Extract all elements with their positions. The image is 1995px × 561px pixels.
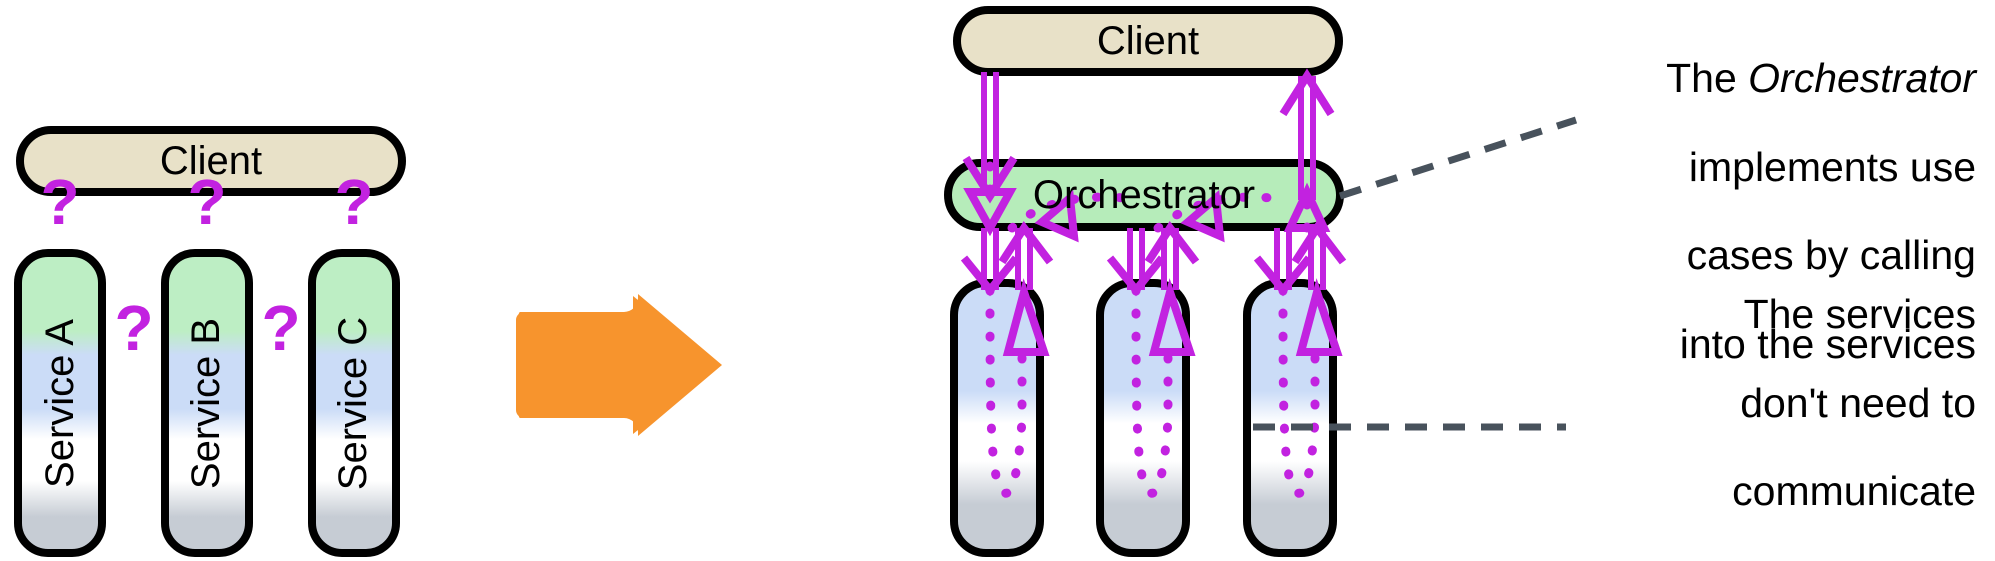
- annotation-orchestrator-line1-pre: The: [1666, 55, 1749, 102]
- annotation-orchestrator-emphasis: Orchestrator: [1748, 55, 1976, 102]
- left-service-c-box: [308, 249, 400, 557]
- annotation-services-line3: communicate: [1732, 468, 1976, 515]
- annotation-services-line4: directly: [1846, 557, 1976, 561]
- annotation-orchestrator-line3: cases by calling: [1686, 232, 1976, 279]
- annotation-services-line2: don't need to: [1740, 379, 1976, 426]
- service-return-arrowheads: [1002, 278, 1343, 356]
- left-service-a-box: [14, 249, 106, 557]
- annotation-services: The services don't need to communicate d…: [1576, 248, 1976, 561]
- annotation-orchestrator: The Orchestrator implements use cases by…: [1576, 12, 1976, 366]
- right-client-box: [953, 6, 1343, 76]
- big-right-arrow-icon: [516, 294, 722, 436]
- annotation-services-line1: The services: [1743, 291, 1976, 338]
- leader-line-orchestrator: [1338, 116, 1578, 200]
- left-service-b-box: [161, 249, 253, 557]
- left-client-box: [16, 126, 406, 196]
- annotation-orchestrator-line4: into the services: [1679, 320, 1976, 367]
- orchestrator-arrowheads: [963, 182, 1331, 243]
- right-service-2-box: [1096, 279, 1190, 557]
- annotation-orchestrator-line2: implements use: [1688, 143, 1976, 190]
- right-service-3-box: [1243, 279, 1337, 557]
- arrow-orchestrator-to-client: [1279, 68, 1335, 200]
- right-service-1-box: [950, 279, 1044, 557]
